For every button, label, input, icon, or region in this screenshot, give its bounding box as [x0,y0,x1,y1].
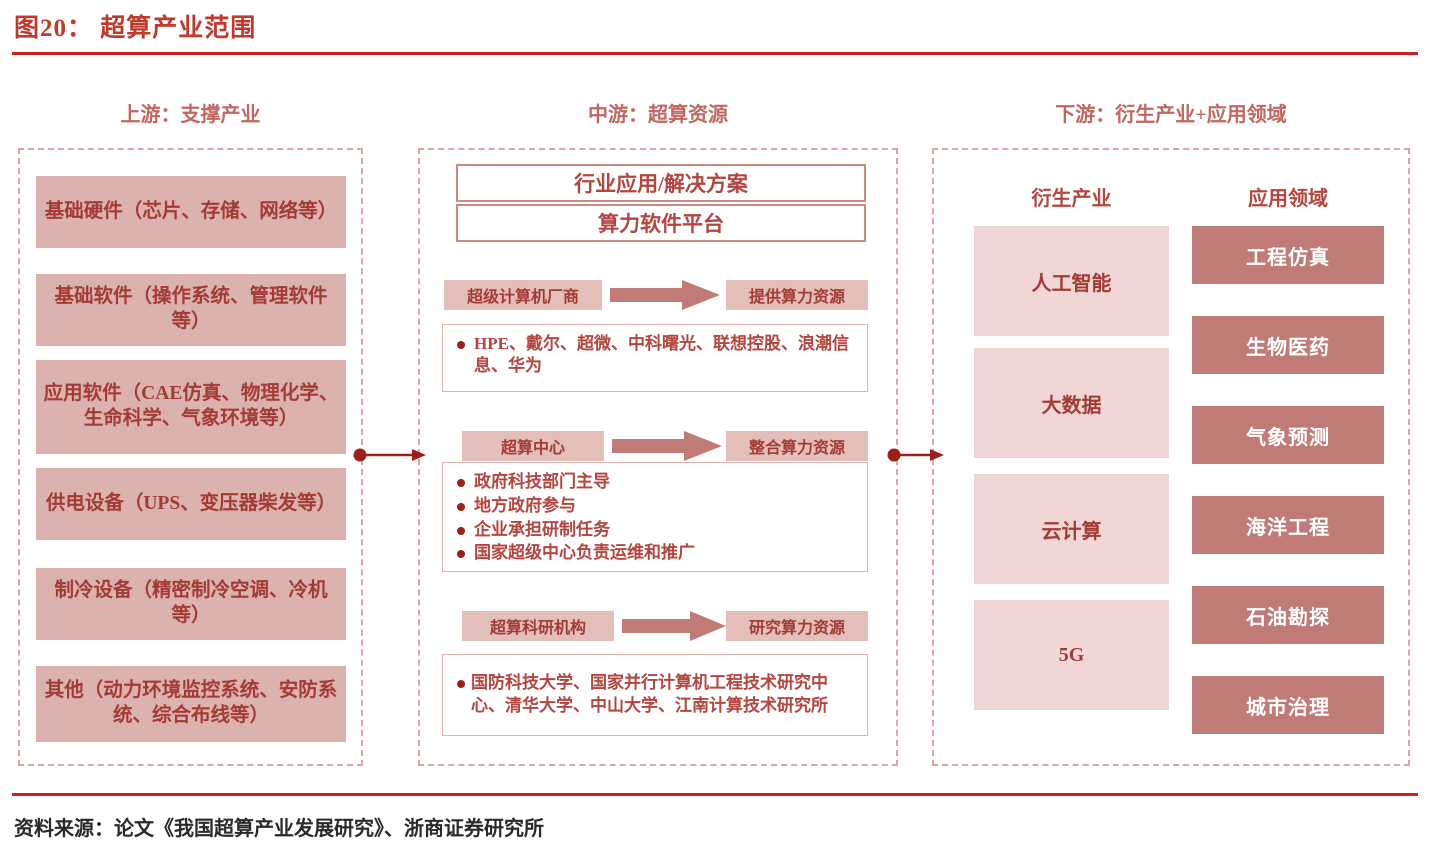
upstream-box-4[interactable]: 制冷设备（精密制冷空调、冷机等） [36,568,346,640]
application-box-1[interactable]: 生物医药 [1192,316,1384,374]
midstream-flow-0-from[interactable]: 超级计算机厂商 [444,280,602,310]
upstream-box-5[interactable]: 其他（动力环境监控系统、安防系统、综合布线等） [36,666,346,742]
right-arrow-icon-flow-2 [622,611,726,641]
column-caption-upstream: 上游：支撑产业 [120,104,261,126]
derivative-box-3[interactable]: 5G [974,600,1169,710]
application-box-0[interactable]: 工程仿真 [1192,226,1384,284]
list-item: 国防科技大学、国家并行计算机工程技术研究中心、清华大学、中山大学、江南计算技术研… [455,672,857,716]
list-item: 国家超级中心负责运维和推广 [455,542,857,565]
application-box-3[interactable]: 海洋工程 [1192,496,1384,554]
panel-midstream: 行业应用/解决方案 算力软件平台 超级计算机厂商 提供算力资源 HPE、戴尔、超… [418,148,898,766]
midstream-flow-1-notes: 政府科技部门主导 地方政府参与 企业承担研制任务 国家超级中心负责运维和推广 [442,462,868,572]
midstream-stacked-box-0[interactable]: 行业应用/解决方案 [456,164,866,202]
source-note: 资料来源：论文《我国超算产业发展研究》、浙商证券研究所 [14,818,544,840]
derivative-box-2[interactable]: 云计算 [974,474,1169,584]
upstream-box-3[interactable]: 供电设备（UPS、变压器柴发等） [36,468,346,540]
application-box-5[interactable]: 城市治理 [1192,676,1384,734]
midstream-flow-1-to[interactable]: 整合算力资源 [726,431,868,461]
midstream-flow-1-from[interactable]: 超算中心 [462,431,604,461]
arrow-right-icon-upstream-to-midstream [353,448,426,462]
upstream-box-1[interactable]: 基础软件（操作系统、管理软件等） [36,274,346,346]
midstream-flow-0-to[interactable]: 提供算力资源 [726,280,868,310]
midstream-flow-0-notes: HPE、戴尔、超微、中科曙光、联想控股、浪潮信息、华为 [442,324,868,392]
downstream-subhead-derivative: 衍生产业 [1031,188,1112,210]
derivative-box-0[interactable]: 人工智能 [974,226,1169,336]
midstream-flow-2-list: 国防科技大学、国家并行计算机工程技术研究中心、清华大学、中山大学、江南计算技术研… [455,672,857,717]
midstream-flow-2-notes: 国防科技大学、国家并行计算机工程技术研究中心、清华大学、中山大学、江南计算技术研… [442,654,868,736]
midstream-stacked-box-1[interactable]: 算力软件平台 [456,204,866,242]
midstream-flow-2-to[interactable]: 研究算力资源 [726,611,868,641]
figure-title: 图20： 超算产业范围 [14,15,257,42]
list-item: 企业承担研制任务 [455,519,857,542]
midstream-flow-1-list: 政府科技部门主导 地方政府参与 企业承担研制任务 国家超级中心负责运维和推广 [455,471,857,565]
application-box-4[interactable]: 石油勘探 [1192,586,1384,644]
midstream-flow-2-from[interactable]: 超算科研机构 [462,611,614,641]
list-item: 地方政府参与 [455,495,857,518]
column-caption-midstream: 中游：超算资源 [588,104,728,126]
footer-rule [12,793,1418,796]
application-box-2[interactable]: 气象预测 [1192,406,1384,464]
downstream-subhead-application: 应用领域 [1248,188,1328,210]
right-arrow-icon-flow-0 [610,280,720,310]
column-caption-downstream: 下游：衍生产业+应用领域 [1055,104,1287,126]
midstream-flow-0-list: HPE、戴尔、超微、中科曙光、联想控股、浪潮信息、华为 [455,333,857,377]
derivative-box-1[interactable]: 大数据 [974,348,1169,458]
list-item: HPE、戴尔、超微、中科曙光、联想控股、浪潮信息、华为 [455,333,857,377]
upstream-box-2[interactable]: 应用软件（CAE仿真、物理化学、生命科学、气象环境等） [36,360,346,454]
arrow-right-icon-midstream-to-downstream [887,448,944,462]
right-arrow-icon-flow-1 [612,431,722,461]
title-rule [12,52,1418,55]
list-item: 政府科技部门主导 [455,471,857,494]
panel-downstream: 衍生产业 应用领域 人工智能 大数据 云计算 5G 工程仿真 生物医药 气象预测… [932,148,1410,766]
upstream-box-0[interactable]: 基础硬件（芯片、存储、网络等） [36,176,346,248]
panel-upstream: 基础硬件（芯片、存储、网络等） 基础软件（操作系统、管理软件等） 应用软件（CA… [18,148,363,766]
